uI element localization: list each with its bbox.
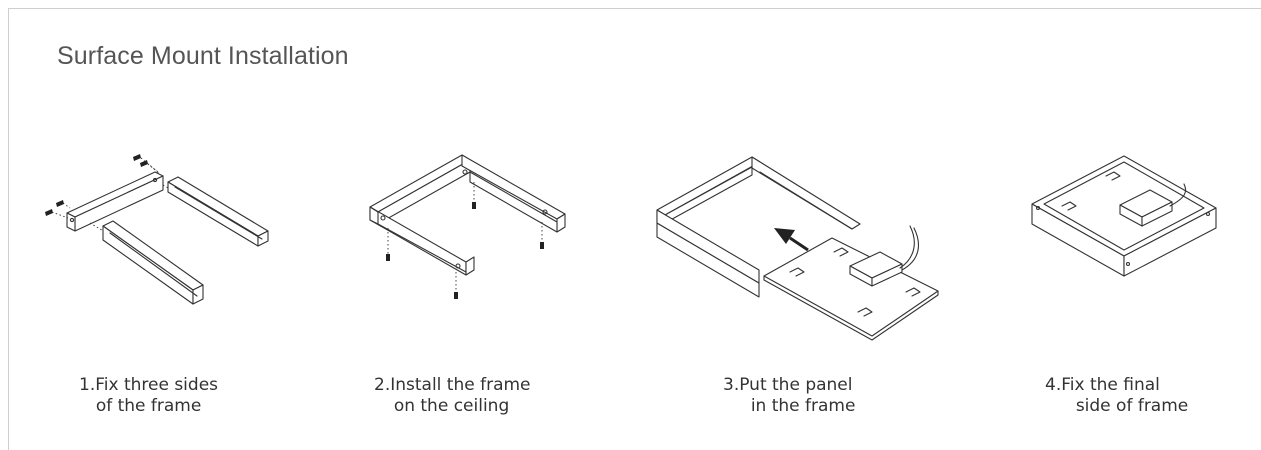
step-2-label-line1: 2.Install the frame <box>374 375 531 395</box>
step-1-caption: 1.Fix three sides of the frame <box>79 375 218 417</box>
clip-icon <box>1061 171 1121 211</box>
step-3-label-line1: 3.Put the panel <box>723 375 853 395</box>
arrow-icon <box>774 228 809 252</box>
step-2-illustration <box>369 154 566 299</box>
right-rail <box>167 176 269 247</box>
step-4-illustration <box>1031 155 1217 277</box>
step-2-caption: 2.Install the frame on the ceiling <box>374 375 531 417</box>
step-1-label-line1: 1.Fix three sides <box>79 375 219 395</box>
step-3-label-line2: in the frame <box>750 396 856 416</box>
step-4-label-line2: side of frame <box>1075 396 1189 416</box>
step-3-caption: 3.Put the panel in the frame <box>723 375 855 417</box>
step-4-label-line1: 4.Fix the final <box>1045 375 1160 395</box>
step-1-label-line2: of the frame <box>95 396 202 416</box>
step-2-label-line2: on the ceiling <box>393 396 510 416</box>
screw-icon <box>386 182 544 299</box>
front-rail <box>102 220 204 305</box>
page-border <box>8 8 1261 450</box>
page-title: Surface Mount Installation <box>57 42 349 70</box>
step-1-illustration <box>45 154 269 305</box>
left-rail <box>66 171 164 232</box>
screw-icon <box>45 154 176 233</box>
clip-icon <box>789 247 921 317</box>
step-4-caption: 4.Fix the final side of frame <box>1045 375 1188 417</box>
step-3-illustration <box>656 156 939 341</box>
